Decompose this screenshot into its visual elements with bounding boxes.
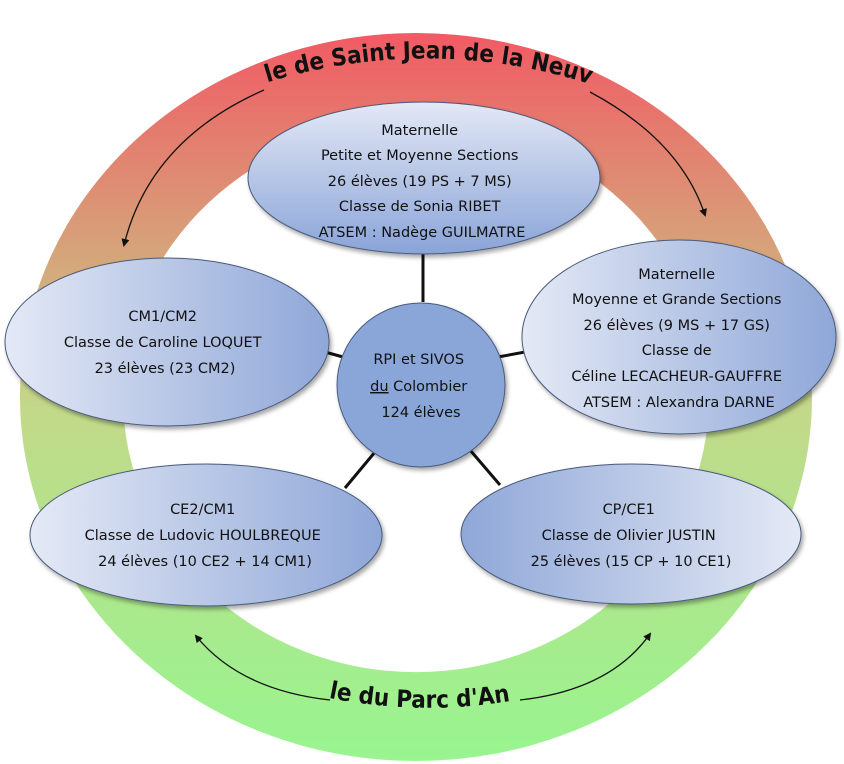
arrow-bottom-right [519,632,652,701]
ellipse-ce2-cm1 [29,463,383,607]
spoke-bottom-right [468,449,502,486]
class-maternelle-ms-gs: Maternelle Moyenne et Grande Sections 26… [521,239,837,435]
center-rpi: RPI et SIVOS du Colombier 124 élèves [336,302,506,468]
text-cp-ce1: CP/CE1 Classe de Olivier JUSTIN 25 élève… [531,502,732,570]
text-center: RPI et SIVOS du Colombier 124 élèves [370,352,472,421]
ellipse-cp-ce1 [460,463,802,605]
text-maternelle-ms-gs: Maternelle Moyenne et Grande Sections 26… [571,267,786,411]
flow-arrows [121,89,707,701]
class-ce2-cm1: CE2/CM1 Classe de Ludovic HOULBREQUE 24 … [29,463,383,607]
class-cp-ce1: CP/CE1 Classe de Olivier JUSTIN 25 élève… [460,463,802,605]
center-link-word: du [370,379,388,395]
class-maternelle-ps-ms: Maternelle Petite et Moyenne Sections 26… [247,101,601,255]
ellipse-center [336,302,506,468]
arrow-bottom-left [194,634,331,701]
ellipse-cm1-cm2 [4,257,330,427]
spoke-bottom-left [343,451,377,489]
text-cm1-cm2: CM1/CM2 Classe de Caroline LOQUET 23 élè… [64,309,266,377]
text-ce2-cm1: CE2/CM1 Classe de Ludovic HOULBREQUE 24 … [85,502,326,570]
ellipse-maternelle-ps-ms [247,101,601,255]
ellipse-maternelle-ms-gs [521,239,837,435]
arrow-top-left [121,89,265,247]
text-maternelle-ps-ms: Maternelle Petite et Moyenne Sections 26… [319,123,526,241]
arrow-top-right [589,91,707,217]
class-cm1-cm2: CM1/CM2 Classe de Caroline LOQUET 23 élè… [4,257,330,427]
